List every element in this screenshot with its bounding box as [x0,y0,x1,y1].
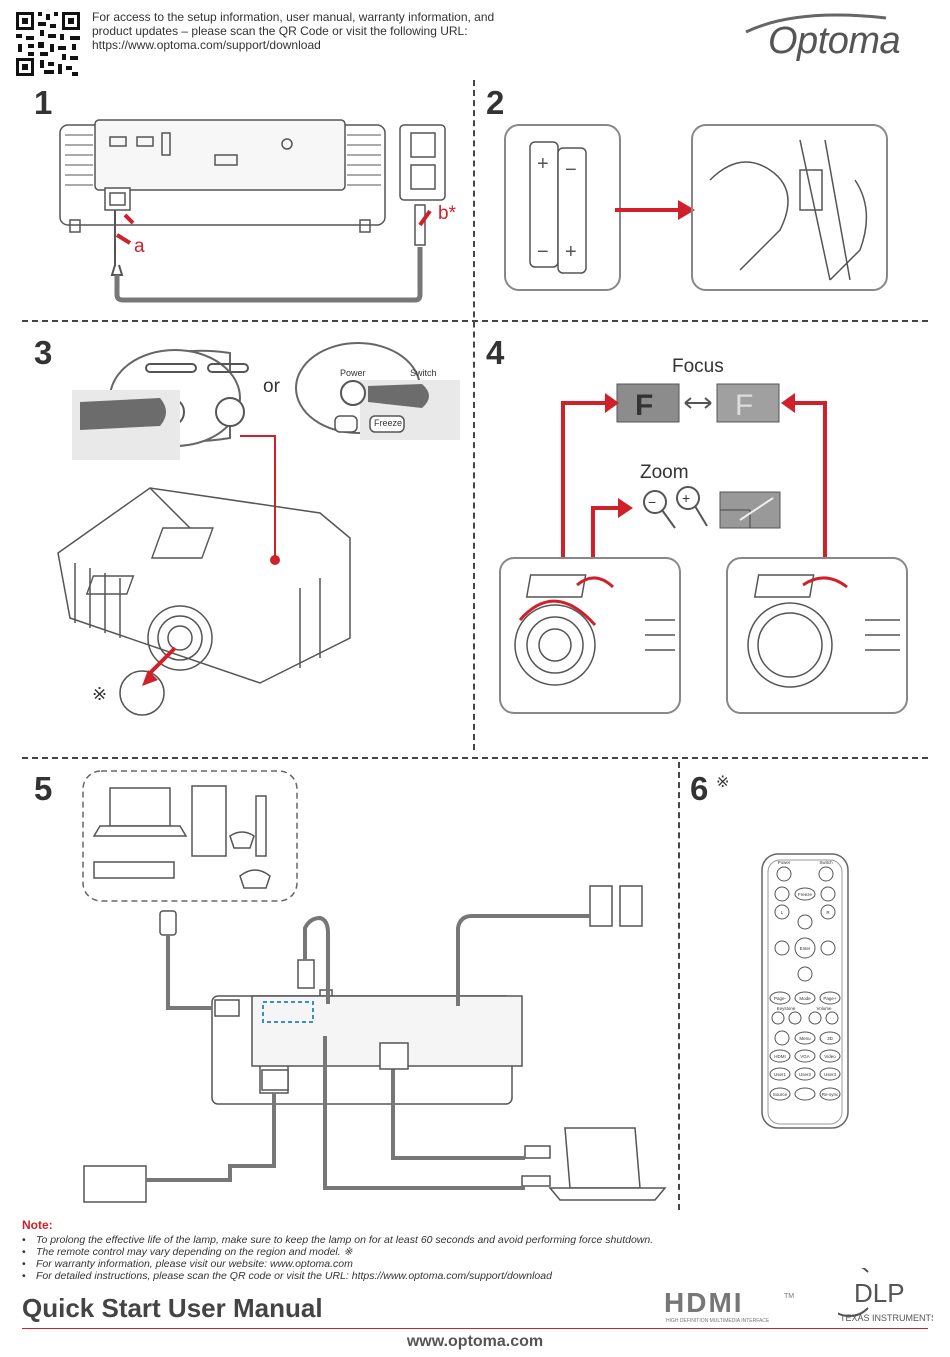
svg-text:HDMI: HDMI [664,1288,744,1318]
label-or: or [263,376,280,397]
note-item: To prolong the effective life of the lam… [22,1234,653,1246]
divider-vertical-top [473,80,475,750]
svg-text:TM: TM [784,1293,794,1300]
step3-power-on-illustration [57,342,460,716]
remote-label-r: R [826,910,830,915]
label-power: Power [340,368,366,378]
remote-label-mode: Mode [799,996,811,1001]
step-number-2: 2 [486,84,505,121]
step6-remote-illustration: Power Switch Freeze L R Enter Page- Mode… [761,853,849,1129]
remote-label-keystone: Keystone [777,1006,796,1011]
svg-text:+: + [682,490,690,506]
svg-text:+: + [537,153,549,175]
label-zoom: Zoom [640,462,689,483]
step-number-3: 3 [34,334,53,371]
hdmi-logo: HDMI TM HIGH DEFINITION MULTIMEDIA INTER… [664,1288,794,1324]
remote-label-user1: User1 [774,1072,787,1077]
focus-letter-blurred: F [635,389,653,422]
remote-label-user2: User2 [799,1072,812,1077]
remote-label-power: Power [778,860,791,865]
note-item: The remote control may vary depending on… [22,1246,653,1258]
divider-vertical-bottom [678,762,680,1210]
label-freeze: Freeze [374,418,403,428]
remote-label-vga: VGA [800,1054,810,1059]
dlp-logo: DLP TEXAS INSTRUMENTS [838,1268,933,1323]
label-focus: Focus [672,356,724,377]
remote-label-video: Video [824,1054,836,1059]
note-title: Note: [22,1218,53,1232]
step-number-1: 1 [34,84,53,121]
notes-list: To prolong the effective life of the lam… [22,1234,653,1282]
step4-focus-zoom-illustration: F F − + [499,383,908,714]
remote-label-volume: Volume [816,1006,832,1011]
remote-label-source: Source [773,1092,788,1097]
remote-label-page-minus: Page- [774,996,787,1001]
lens-cap-mark: ※ [92,684,108,704]
remote-label-switch: Switch [819,860,833,865]
svg-text:DLP: DLP [854,1278,905,1308]
step-6-mark: ※ [716,774,730,791]
remote-label-menu: Menu [799,1036,811,1041]
label-switch: Switch [410,368,437,378]
website-link[interactable]: www.optoma.com [406,1333,544,1350]
brand-name: Optoma [768,20,901,62]
divider-horizontal-2 [22,757,928,759]
remote-label-enter: Enter [800,946,811,951]
step-number-6: 6 [690,770,709,807]
step-number-4: 4 [486,334,505,371]
step-number-5: 5 [34,770,53,807]
label-a: a [134,236,145,257]
svg-text:−: − [537,241,549,263]
svg-text:+: + [565,241,577,263]
qr-code [14,10,82,78]
remote-label-freeze: Freeze [798,892,813,897]
step1-power-illustration [59,119,446,303]
note-item: For detailed instructions, please scan t… [22,1270,653,1282]
step5-connections-illustration [82,770,667,1203]
divider-horizontal-1 [22,320,928,322]
remote-label-page-plus: Page+ [823,996,837,1001]
document-title: Quick Start User Manual [22,1293,323,1323]
remote-label-resync: Re-sync [822,1092,839,1097]
svg-text:TEXAS INSTRUMENTS: TEXAS INSTRUMENTS [840,1313,933,1323]
note-item: For warranty information, please visit o… [22,1258,653,1270]
remote-label-hdmi: HDMI [774,1054,786,1059]
step2-battery-illustration: +− −+ [504,124,888,291]
remote-label-3d: 3D [827,1036,834,1041]
svg-text:−: − [648,494,656,510]
optoma-logo [745,13,887,34]
svg-text:−: − [565,159,577,181]
focus-letter-sharp: F [735,389,753,422]
label-b: b* [438,203,456,224]
footer-rule [22,1328,928,1329]
remote-label-l: L [781,910,784,915]
svg-text:HIGH DEFINITION MULTIMEDIA INT: HIGH DEFINITION MULTIMEDIA INTERFACE [666,1318,770,1324]
intro-text: For access to the setup information, use… [92,10,495,52]
remote-label-user3: User3 [824,1072,837,1077]
